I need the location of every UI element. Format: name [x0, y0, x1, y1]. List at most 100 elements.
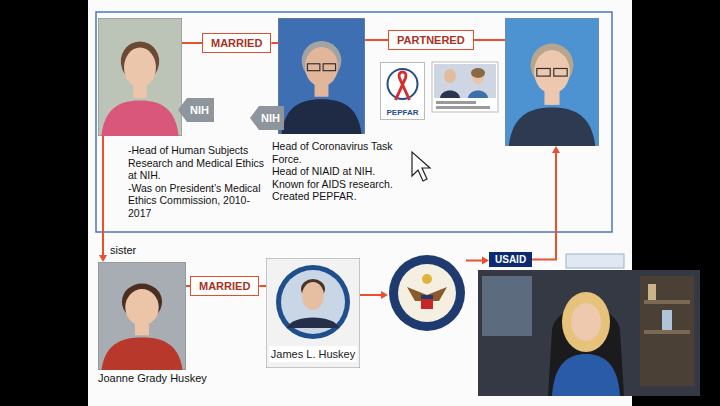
connector-line: [365, 39, 388, 41]
drawing-part: [388, 69, 418, 99]
badge-label: NIH: [261, 112, 280, 124]
drawing-part: [98, 18, 182, 136]
name-plate: James L. Huskey: [269, 346, 357, 362]
drawing-part: [389, 255, 465, 331]
drawing-part: [323, 64, 335, 71]
connector: [271, 43, 278, 44]
description-text: Head of Coronavirus Task Force.: [272, 140, 406, 165]
photo-body: [468, 91, 488, 99]
connector-line: [532, 152, 556, 260]
webcam-window: [482, 276, 532, 336]
photo-frame: [432, 62, 498, 112]
drawing-part: [302, 282, 324, 310]
drawing-part: [381, 63, 425, 120]
drawing-part: [276, 265, 350, 339]
description-text: -Was on President’s Medical Ethics Commi…: [128, 182, 266, 220]
portrait-box: -Head of Human Subjects Research and Med…: [98, 18, 182, 136]
connector: [259, 286, 266, 287]
drawing-part: [407, 287, 447, 301]
drawing-part: [281, 99, 361, 134]
portrait-photo: [98, 18, 182, 136]
drawing-part: [554, 68, 567, 76]
badge-label: NIH: [190, 104, 209, 116]
portrait-photo: [278, 18, 365, 134]
portrait-box: [505, 18, 599, 146]
portrait-box: Joanne Grady Huskey: [98, 262, 186, 370]
seal-drawing: [388, 254, 466, 332]
logo-label-holder: PEPFAR: [380, 108, 425, 117]
arrow-head: [99, 255, 107, 262]
photo-caption-bar: [436, 106, 490, 109]
connector: [466, 257, 489, 265]
nih-badge: NIH: [250, 106, 284, 130]
box-label: MARRIED: [199, 280, 250, 292]
description-text: Joanne Grady Huskey: [98, 372, 228, 385]
portrait-photo: [98, 262, 186, 370]
description-block: Head of Coronavirus Task Force.Head of N…: [272, 140, 406, 203]
drawing-part: [98, 262, 186, 370]
description-text: Head of NIAID at NIH.: [272, 165, 406, 178]
drawing-part: [509, 108, 595, 146]
pepfar-logo: PEPFAR: [380, 62, 425, 120]
photo-head: [444, 69, 456, 83]
photo-ground: [434, 64, 496, 98]
connector: [532, 146, 560, 260]
connector: [474, 40, 505, 41]
drawing-part: [125, 289, 158, 326]
connector-line: [360, 294, 382, 296]
webcam-shelf: [640, 276, 694, 386]
drawing-part: [398, 264, 456, 322]
drawing-part: [534, 50, 570, 94]
portrait-photo: [505, 18, 599, 146]
arrow-head: [381, 291, 388, 299]
connector-line: [182, 42, 202, 44]
photo-caption-bar: [436, 101, 476, 104]
description-text: -Head of Human Subjects Research and Med…: [128, 144, 266, 182]
webcam-shelf-item: [662, 310, 672, 330]
box-label: USAID: [495, 254, 526, 265]
photo-body: [440, 91, 460, 99]
agency-seal: [388, 254, 466, 332]
drawing-part: [422, 274, 432, 284]
connector-line: [259, 285, 266, 287]
webcam-shelf-item: [648, 284, 656, 300]
drawing-part: [102, 338, 183, 370]
drawing-part: [124, 48, 156, 88]
drawing-part: [281, 270, 345, 334]
arrow-head: [552, 146, 560, 153]
drawing-part: [305, 47, 338, 86]
connector: [99, 136, 107, 262]
webcam-shirt: [552, 354, 620, 396]
drawing-part: [421, 295, 433, 299]
photo-hair: [471, 68, 485, 78]
hidden-logo: [566, 254, 624, 268]
box-label: MARRIED: [211, 37, 262, 49]
webcam-ground: [478, 270, 700, 396]
drawing-part: [250, 106, 284, 130]
drawing-part: [537, 68, 550, 76]
webcam-inset: [478, 270, 700, 396]
drawing-part: [278, 18, 365, 134]
drawing-part: [307, 64, 319, 71]
box-label: PARTNERED: [397, 34, 465, 46]
description-block: -Head of Human Subjects Research and Med…: [128, 144, 266, 220]
logo-label: PEPFAR: [380, 108, 425, 117]
webcam-shelf-board: [644, 300, 690, 304]
connector: [365, 40, 388, 41]
nih-badge: NIH: [178, 98, 214, 122]
portrait-box: Head of Coronavirus Task Force.Head of N…: [278, 18, 365, 134]
description-text: Known for AIDS research.: [272, 178, 406, 191]
drawing-part: [396, 72, 410, 100]
relation-box: MARRIED: [202, 33, 271, 53]
connector: [360, 291, 388, 299]
edge-label: sister: [108, 244, 138, 256]
drawing-part: [505, 18, 599, 146]
relation-box: PARTNERED: [388, 30, 474, 50]
portrait-box: James L. Huskey: [266, 258, 360, 368]
description-text: Created PEPFAR.: [272, 190, 406, 203]
arrow-head: [482, 257, 489, 265]
webcam-hair: [562, 292, 610, 352]
drawing-part: [287, 318, 339, 329]
connector-line: [474, 39, 505, 41]
